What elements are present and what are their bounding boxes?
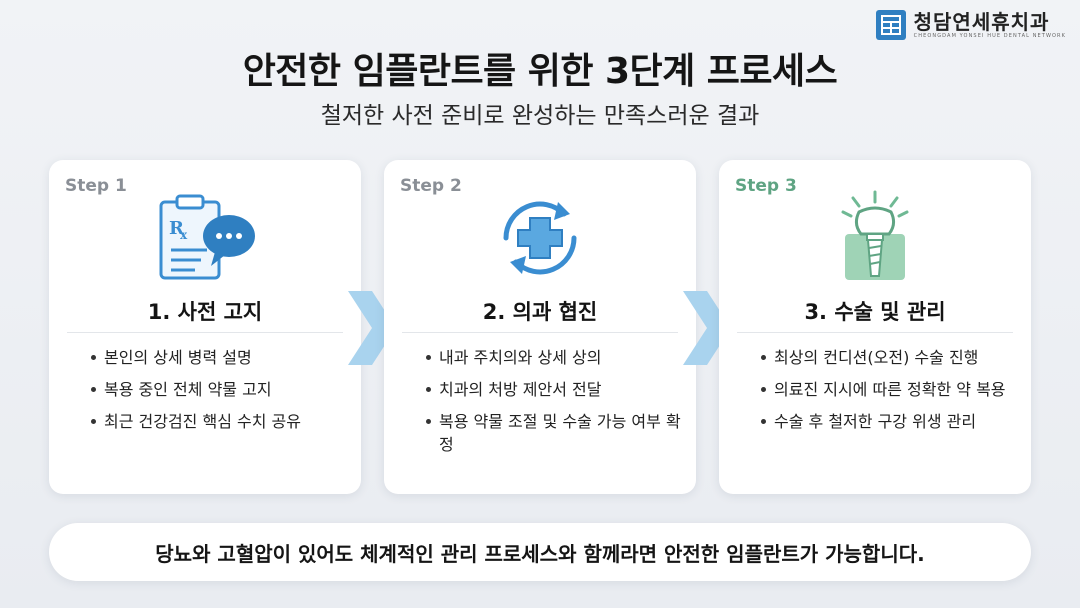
dental-implant-icon <box>815 190 935 286</box>
step-label: Step 2 <box>400 176 462 196</box>
step-heading: 3. 수술 및 관리 <box>804 300 946 324</box>
footer-message-bar: 당뇨와 고혈압이 있어도 체계적인 관리 프로세스와 함께라면 안전한 임플란트… <box>49 523 1031 581</box>
list-item: 복용 중인 전체 약물 고지 <box>91 378 353 401</box>
step-card-1: Step 1 R x 1. 사전 고지 본인의 상세 병력 설명 복용 중인 전… <box>49 160 361 494</box>
list-item: 최근 건강검진 핵심 수치 공유 <box>91 410 353 433</box>
page-subtitle: 철저한 사전 준비로 완성하는 만족스러운 결과 <box>320 103 760 129</box>
clinic-logo-icon <box>875 10 906 40</box>
brand-tagline: CHEONGDAM YONSEI HUE DENTAL NETWORK <box>913 32 1066 39</box>
list-item: 내과 주치의와 상세 상의 <box>426 346 688 369</box>
list-item: 의료진 지시에 따른 정확한 약 복용 <box>761 378 1023 401</box>
divider <box>737 332 1013 333</box>
divider <box>402 332 678 333</box>
svg-text:R: R <box>169 218 185 239</box>
list-item: 수술 후 철저한 구강 위생 관리 <box>761 410 1023 433</box>
footer-message: 당뇨와 고혈압이 있어도 체계적인 관리 프로세스와 함께라면 안전한 임플란트… <box>155 541 925 566</box>
brand-name: 청담연세휴치과 <box>913 9 1050 34</box>
step-label: Step 1 <box>65 176 127 196</box>
page-title: 안전한 임플란트를 위한 3단계 프로세스 <box>242 51 838 92</box>
medical-cross-cycle-icon <box>480 190 600 286</box>
bullet-list: 내과 주치의와 상세 상의 치과의 처방 제안서 전달 복용 약물 조절 및 수… <box>426 346 688 465</box>
step-label: Step 3 <box>735 176 797 196</box>
bullet-list: 본인의 상세 병력 설명 복용 중인 전체 약물 고지 최근 건강검진 핵심 수… <box>91 346 353 442</box>
brand-logo: 청담연세휴치과 CHEONGDAM YONSEI HUE DENTAL NETW… <box>875 9 1066 40</box>
list-item: 복용 약물 조절 및 수술 가능 여부 확정 <box>426 410 688 456</box>
list-item: 치과의 처방 제안서 전달 <box>426 378 688 401</box>
list-item: 본인의 상세 병력 설명 <box>91 346 353 369</box>
svg-text:x: x <box>180 228 188 242</box>
step-heading: 2. 의과 협진 <box>482 300 598 324</box>
step-card-2: Step 2 2. 의과 협진 내과 주치의와 상세 상의 치과의 처방 제안서… <box>384 160 696 494</box>
step-heading: 1. 사전 고지 <box>147 300 263 324</box>
list-item: 최상의 컨디션(오전) 수술 진행 <box>761 346 1023 369</box>
bullet-list: 최상의 컨디션(오전) 수술 진행 의료진 지시에 따른 정확한 약 복용 수술… <box>761 346 1023 442</box>
step-card-3: Step 3 3. 수술 및 관리 최상의 컨디션(오전) 수술 진행 의료진 … <box>719 160 1031 494</box>
prescription-clipboard-chat-icon: R x <box>145 190 265 286</box>
divider <box>67 332 343 333</box>
